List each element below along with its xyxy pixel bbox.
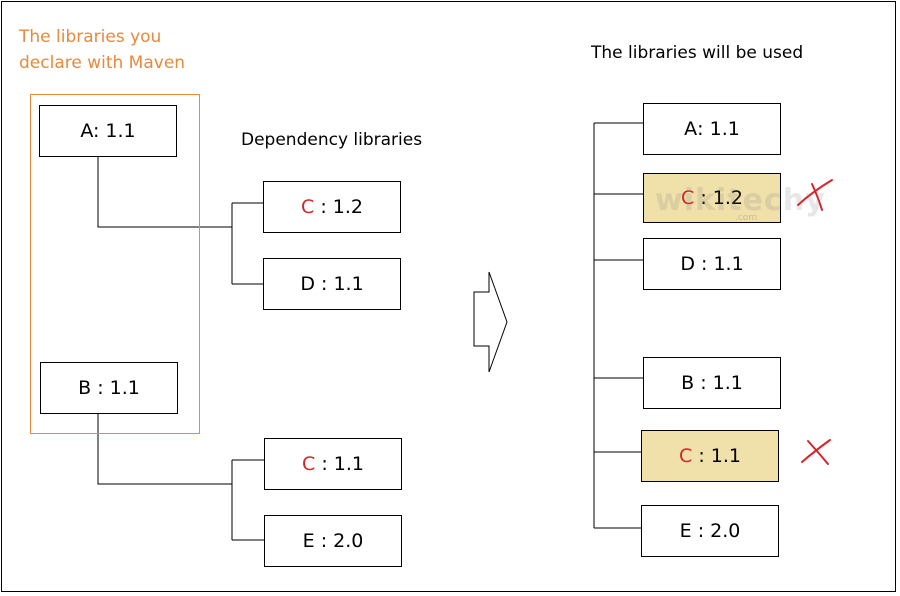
transform-arrow-icon <box>473 271 508 373</box>
library-name: C <box>301 196 315 218</box>
library-sep: : <box>692 445 711 467</box>
library-name: D <box>680 253 695 275</box>
library-version: 1.1 <box>333 453 364 475</box>
library-version: 1.1 <box>710 445 741 467</box>
watermark-brand: wikitechy <box>655 183 826 218</box>
library-sep: : <box>694 253 714 275</box>
library-version: 1.2 <box>332 196 363 218</box>
used-library-d: D : 1.1 <box>643 238 781 290</box>
library-name: C <box>681 187 695 209</box>
library-label: B : 1.1 <box>78 377 140 399</box>
dependency-library-c: C : 1.2 <box>263 181 401 233</box>
excluded-cross-icon <box>797 179 833 211</box>
library-name: C <box>679 445 693 467</box>
watermark-domain: .com <box>735 213 758 223</box>
library-version: 1.1 <box>709 118 740 140</box>
used-library-b: B : 1.1 <box>643 357 781 409</box>
library-version: 1.1 <box>333 273 364 295</box>
used-caption: The libraries will be used <box>591 43 804 63</box>
library-version: 1.1 <box>713 253 744 275</box>
library-sep: : <box>697 118 710 140</box>
dependency-library-e: E : 2.0 <box>264 515 402 567</box>
library-name: D <box>300 273 315 295</box>
declared-library-a: A: 1.1 <box>39 105 177 157</box>
declared-caption-line2: declare with Maven <box>19 53 186 73</box>
declared-library-b: B : 1.1 <box>40 362 178 414</box>
library-sep: : <box>315 453 334 475</box>
library-name: E <box>302 530 315 552</box>
library-sep: : <box>691 520 711 542</box>
watermark-logo: wikitechy <box>655 183 826 218</box>
library-version: 2.0 <box>710 520 741 542</box>
library-version: 1.1 <box>712 372 743 394</box>
library-sep: : <box>314 273 334 295</box>
library-sep: : <box>314 530 334 552</box>
library-name: C <box>302 453 316 475</box>
library-version: 1.2 <box>712 187 743 209</box>
library-sep: : <box>314 196 333 218</box>
used-library-c-excluded: C : 1.2 <box>643 173 781 223</box>
used-library-c-excluded: C : 1.1 <box>641 430 779 482</box>
used-library-e: E : 2.0 <box>641 505 779 557</box>
library-name: A <box>684 118 698 140</box>
library-sep: : <box>694 187 713 209</box>
library-version: 2.0 <box>333 530 364 552</box>
dependency-caption: Dependency libraries <box>241 130 423 150</box>
library-name: B <box>681 372 695 394</box>
declared-caption-line1: The libraries you <box>19 27 162 47</box>
dependency-library-d: D : 1.1 <box>263 258 401 310</box>
library-sep: : <box>694 372 713 394</box>
used-library-a: A: 1.1 <box>643 103 781 155</box>
dependency-library-c: C : 1.1 <box>264 438 402 490</box>
library-label: A: 1.1 <box>80 120 136 142</box>
declared-libraries-group <box>30 94 200 434</box>
excluded-cross-icon <box>801 439 831 465</box>
library-name: E <box>679 520 692 542</box>
